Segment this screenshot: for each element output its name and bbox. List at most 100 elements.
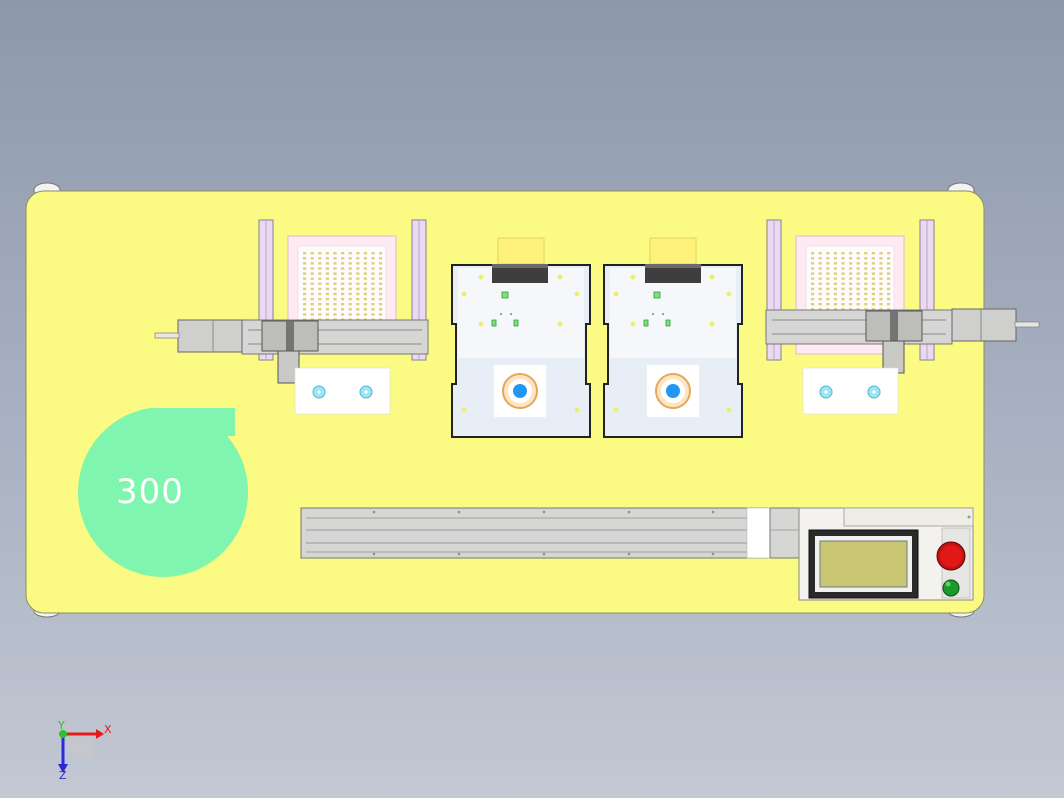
tray-slot — [348, 267, 352, 270]
tray-slot — [849, 267, 853, 270]
right-fixture-plate — [603, 237, 743, 438]
tray-slot — [856, 287, 860, 291]
left-motor — [177, 319, 243, 353]
tray-slot — [356, 272, 360, 275]
tray-slot — [341, 308, 345, 311]
tray-slot — [303, 292, 307, 296]
tray-slot — [818, 282, 822, 285]
tray-slot — [833, 303, 837, 306]
tray-slot — [826, 287, 830, 291]
tray-slot — [833, 308, 837, 311]
tray-slot — [811, 308, 815, 311]
tray-slot — [833, 282, 837, 285]
tray-slot — [849, 277, 853, 280]
tray-slot — [841, 277, 845, 280]
tray-slot — [310, 287, 314, 291]
right-motor-shaft — [1014, 321, 1040, 328]
tray-slot — [379, 308, 383, 311]
tray-slot — [871, 277, 875, 280]
tray-slot — [318, 277, 322, 280]
tray-slot — [348, 257, 352, 260]
right-slide-rail — [765, 309, 953, 345]
tray-slot — [826, 277, 830, 280]
tray-slot — [379, 287, 383, 291]
tray-slot — [879, 308, 883, 311]
tray-slot — [818, 272, 822, 275]
tray-slot — [871, 292, 875, 296]
tray-slot — [303, 262, 307, 265]
tray-slot — [333, 292, 337, 296]
tray-slot — [325, 292, 329, 296]
tray-slot — [363, 287, 367, 291]
tray-slot — [379, 313, 383, 316]
x-axis-label: X — [104, 723, 112, 736]
tray-slot — [341, 277, 345, 280]
tray-slot — [833, 272, 837, 275]
tray-slot — [325, 297, 329, 301]
tray-slot — [887, 297, 891, 301]
tray-slot — [841, 257, 845, 260]
tray-slot — [379, 277, 383, 280]
tray-slot — [310, 297, 314, 301]
tray-slot — [811, 252, 815, 255]
tray-slot — [303, 303, 307, 306]
tray-slot — [826, 303, 830, 306]
tray-slot — [325, 287, 329, 291]
tray-slot — [325, 272, 329, 275]
tray-slot — [864, 267, 868, 270]
start-button[interactable] — [942, 579, 960, 597]
tray-slot — [811, 267, 815, 270]
tray-slot — [864, 282, 868, 285]
tray-slot — [887, 292, 891, 296]
tray-slot — [348, 292, 352, 296]
tray-slot — [826, 267, 830, 270]
left-nozzle-block — [294, 367, 391, 415]
tray-slot — [849, 297, 853, 301]
tray-slot — [856, 252, 860, 255]
tray-slot — [303, 297, 307, 301]
tray-slot — [811, 272, 815, 275]
tray-slot — [826, 257, 830, 260]
tray-slot — [818, 297, 822, 301]
tray-slot — [379, 267, 383, 270]
tray-slot — [856, 308, 860, 311]
left-clamp-block — [492, 264, 548, 283]
tray-slot — [341, 262, 345, 265]
tray-slot — [811, 277, 815, 280]
tray-slot — [856, 297, 860, 301]
right-motor — [951, 308, 1017, 342]
tray-slot — [310, 303, 314, 306]
tray-slot — [879, 252, 883, 255]
tray-slot — [363, 267, 367, 270]
left-fixture-nozzle-icon — [513, 384, 527, 398]
tray-slot — [841, 287, 845, 291]
tray-slot — [371, 287, 375, 291]
tray-slot — [849, 308, 853, 311]
tray-slot — [371, 303, 375, 306]
tray-slot — [310, 262, 314, 265]
tray-slot — [348, 252, 352, 255]
tray-slot — [333, 287, 337, 291]
tray-slot — [841, 303, 845, 306]
tray-slot — [318, 313, 322, 316]
tray-slot — [871, 257, 875, 260]
tray-slot — [310, 277, 314, 280]
tray-slot — [818, 308, 822, 311]
tray-slot — [318, 303, 322, 306]
tray-slot — [818, 287, 822, 291]
tray-slot — [303, 277, 307, 280]
tray-slot — [841, 267, 845, 270]
tray-slot — [310, 272, 314, 275]
tray-slot — [371, 313, 375, 316]
tray-slot — [379, 257, 383, 260]
tray-slot — [833, 262, 837, 265]
tray-slot — [363, 262, 367, 265]
tray-slot — [871, 303, 875, 306]
tray-slot — [348, 277, 352, 280]
tray-slot — [811, 292, 815, 296]
tray-slot — [833, 252, 837, 255]
tray-slot — [879, 277, 883, 280]
z-axis-label: Z — [59, 769, 67, 782]
tray-slot — [826, 297, 830, 301]
tray-slot — [879, 262, 883, 265]
